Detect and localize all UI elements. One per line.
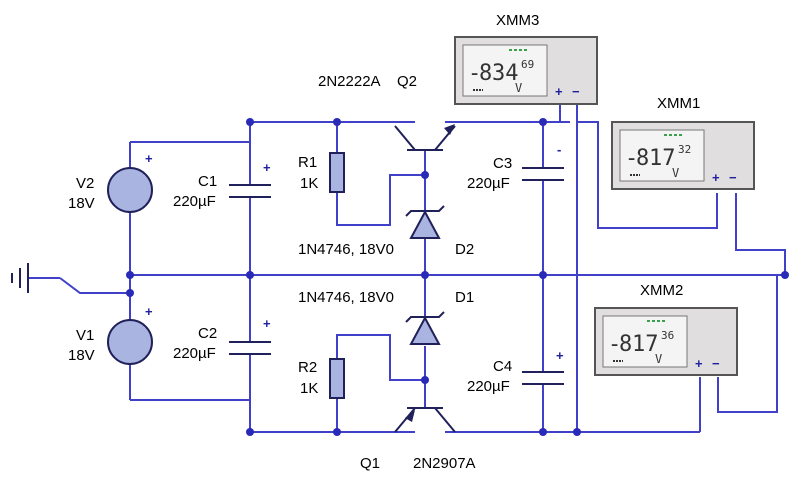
- svg-text:+: +: [263, 160, 271, 175]
- svg-text:−: −: [712, 356, 720, 371]
- svg-text:+: +: [145, 151, 153, 166]
- svg-text:17: 17: [649, 146, 676, 171]
- svg-text:1N4746, 18V0: 1N4746, 18V0: [298, 241, 394, 258]
- source-v1: + V1 18V: [68, 304, 153, 365]
- svg-text:1K: 1K: [300, 175, 318, 192]
- svg-text:18V: 18V: [68, 195, 95, 212]
- svg-text:32: 32: [678, 143, 691, 156]
- resistor-r1: R1 1K: [298, 152, 345, 193]
- svg-text:Q2: Q2: [397, 73, 417, 90]
- junction-dots: [126, 118, 789, 436]
- svg-text:C2: C2: [198, 325, 217, 342]
- svg-text:D1: D1: [455, 289, 474, 306]
- svg-text:V: V: [672, 166, 679, 180]
- svg-text:V: V: [515, 81, 522, 95]
- svg-text:−: −: [572, 84, 580, 99]
- transistor-q1: Q1 2N2907A: [360, 407, 476, 472]
- svg-text:+: +: [263, 316, 271, 331]
- multimeter-xmm3[interactable]: XMM3 - 8 34 69 V + − -: [454, 12, 598, 157]
- svg-text:2N2222A: 2N2222A: [318, 73, 381, 90]
- capacitor-c2: + C2 220µF: [173, 316, 271, 362]
- svg-text:220µF: 220µF: [173, 345, 216, 362]
- multimeter-xmm1[interactable]: XMM1 - 8 17 32 V + −: [611, 95, 755, 190]
- zener-d2: 1N4746, 18V0 D2: [298, 205, 474, 258]
- svg-text:+: +: [695, 356, 703, 371]
- wires: [28, 104, 786, 433]
- svg-text:1N4746, 18V0: 1N4746, 18V0: [298, 289, 394, 306]
- svg-text:18V: 18V: [68, 347, 95, 364]
- capacitor-c1: + C1 220µF: [173, 160, 271, 210]
- svg-text:C4: C4: [493, 358, 512, 375]
- svg-text:+: +: [555, 84, 563, 99]
- ground-symbol: [11, 263, 29, 293]
- svg-text:69: 69: [521, 58, 534, 71]
- svg-text:-: -: [608, 332, 621, 357]
- multimeter-xmm2[interactable]: XMM2 - 8 17 36 V + −: [594, 282, 738, 376]
- capacitor-c3: C3 220µF: [467, 155, 564, 192]
- svg-text:XMM2: XMM2: [640, 282, 683, 299]
- svg-text:17: 17: [632, 332, 659, 357]
- svg-text:220µF: 220µF: [467, 378, 510, 395]
- svg-text:+: +: [556, 348, 564, 363]
- svg-text:XMM1: XMM1: [657, 95, 700, 112]
- svg-text:220µF: 220µF: [467, 175, 510, 192]
- svg-text:36: 36: [661, 329, 674, 342]
- svg-text:+: +: [712, 170, 720, 185]
- svg-text:-: -: [625, 146, 638, 171]
- svg-text:C3: C3: [493, 155, 512, 172]
- svg-text:XMM3: XMM3: [496, 12, 539, 29]
- svg-text:Q1: Q1: [360, 455, 380, 472]
- svg-text:+: +: [145, 304, 153, 319]
- svg-text:D2: D2: [455, 241, 474, 258]
- svg-text:C1: C1: [198, 173, 217, 190]
- svg-text:1K: 1K: [300, 380, 318, 397]
- svg-text:8: 8: [636, 146, 649, 171]
- svg-text:R2: R2: [298, 359, 317, 376]
- svg-text:V: V: [655, 352, 662, 366]
- svg-text:-: -: [557, 142, 561, 157]
- source-v2: + V2 18V: [68, 151, 153, 213]
- transistor-q2: 2N2222A Q2: [318, 73, 456, 151]
- resistor-r2: R2 1K: [298, 358, 345, 399]
- svg-text:2N2907A: 2N2907A: [413, 455, 476, 472]
- svg-text:8: 8: [479, 61, 492, 86]
- svg-text:V1: V1: [76, 327, 94, 344]
- svg-text:34: 34: [492, 61, 519, 86]
- svg-text:8: 8: [619, 332, 632, 357]
- svg-text:220µF: 220µF: [173, 193, 216, 210]
- svg-text:-: -: [468, 61, 481, 86]
- svg-text:V2: V2: [76, 175, 94, 192]
- zener-d1: 1N4746, 18V0 D1: [298, 289, 474, 345]
- svg-text:R1: R1: [298, 154, 317, 171]
- capacitor-c4: + C4 220µF: [467, 348, 564, 395]
- svg-text:−: −: [729, 170, 737, 185]
